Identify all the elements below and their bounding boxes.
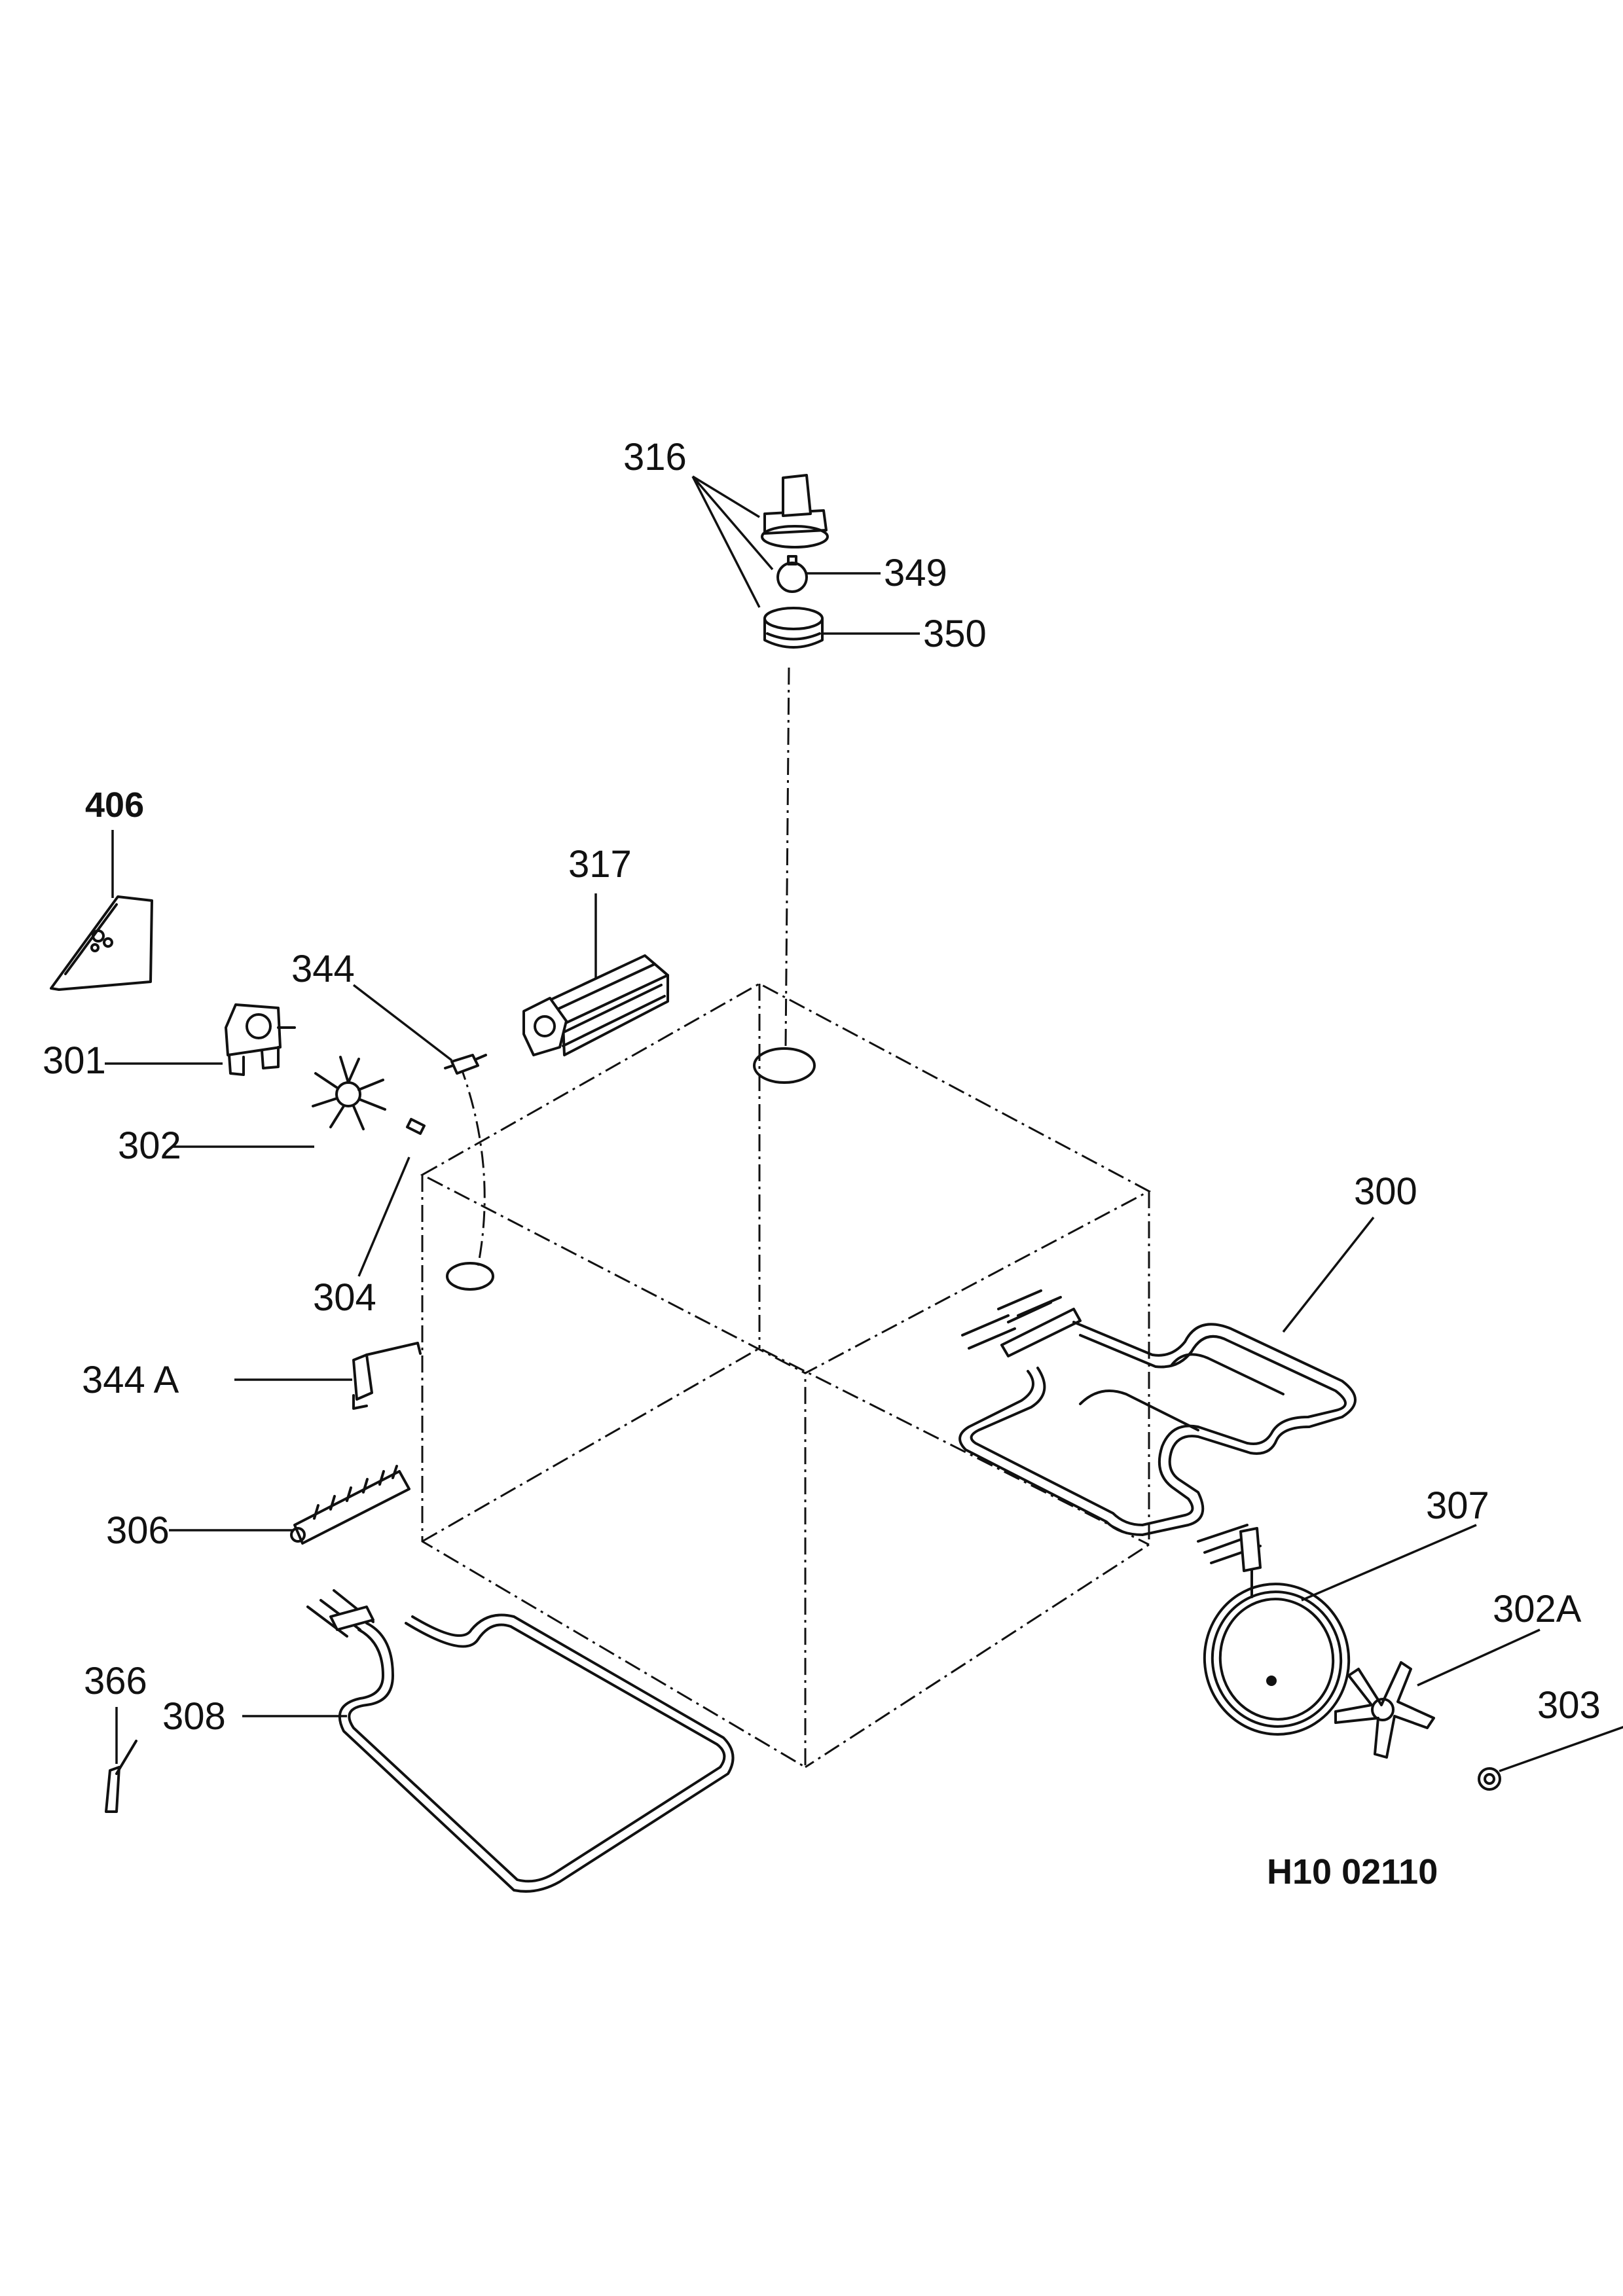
- label-308: 308: [162, 1695, 226, 1738]
- part-303-nut: [1478, 1767, 1501, 1791]
- part-306-terminal-block: [290, 1465, 410, 1545]
- label-366: 366: [84, 1660, 147, 1702]
- part-344a-bracket: [352, 1342, 422, 1410]
- drawing-code: H10 02110: [1267, 1852, 1438, 1892]
- leader-lines: [105, 475, 1623, 1772]
- part-350-ring: [763, 607, 824, 649]
- part-406-cover: [50, 895, 153, 991]
- part-300-grill-element: [958, 1289, 1357, 1536]
- part-317-tangential-fan: [522, 954, 669, 1056]
- part-302-fan-wheel: [312, 1056, 386, 1130]
- label-306: 306: [106, 1509, 170, 1552]
- part-301-motor: [225, 1003, 296, 1076]
- part-344-fuse: [444, 1054, 487, 1075]
- part-302a-fan-blade: [1334, 1661, 1435, 1759]
- label-344: 344: [291, 948, 355, 990]
- label-349: 349: [884, 552, 947, 594]
- label-406: 406: [85, 785, 144, 825]
- part-366-clip: [105, 1740, 137, 1813]
- label-302a: 302A: [1493, 1588, 1582, 1630]
- part-304-pin: [406, 1118, 426, 1135]
- label-316: 316: [623, 436, 687, 478]
- part-labels: 316 349 350 406 317 344 301 302 304 344 …: [43, 436, 1601, 1892]
- label-317: 317: [568, 843, 632, 886]
- label-303: 303: [1537, 1684, 1601, 1727]
- label-300: 300: [1354, 1170, 1417, 1213]
- label-301: 301: [43, 1039, 106, 1082]
- label-307: 307: [1426, 1484, 1489, 1527]
- label-304: 304: [313, 1276, 376, 1319]
- assembly-lines: [458, 667, 790, 1267]
- part-308-lower-element: [306, 1589, 735, 1893]
- oven-cavity-box: [420, 982, 1152, 1769]
- part-349-bulb: [776, 555, 808, 593]
- label-344a: 344 A: [82, 1359, 179, 1401]
- part-316-knob: [761, 474, 829, 548]
- part-307-ring-element: [1197, 1524, 1351, 1736]
- label-350: 350: [923, 613, 987, 655]
- label-302: 302: [118, 1124, 181, 1167]
